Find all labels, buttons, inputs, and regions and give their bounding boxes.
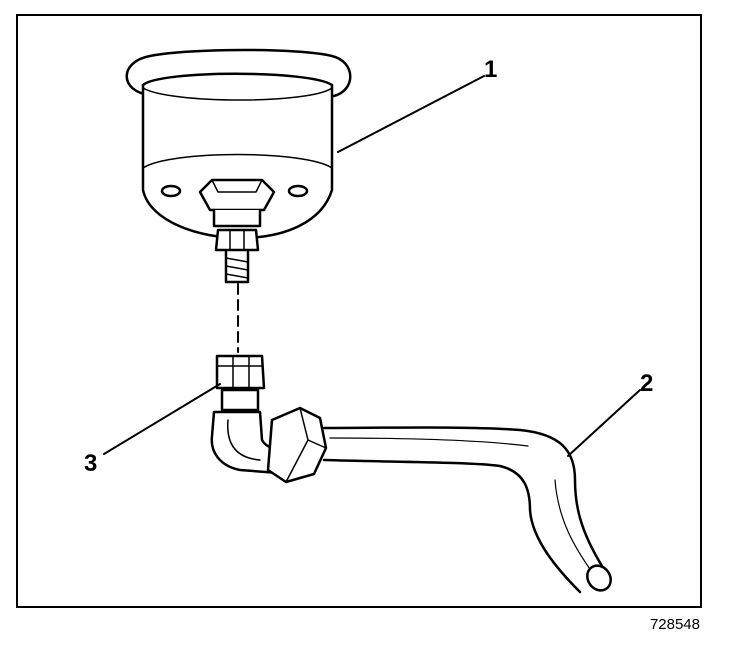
figure-id: 728548 [649,616,700,633]
leader-line-1 [337,75,485,153]
callout-1: 1 [484,56,498,83]
leader-line-3 [103,383,221,455]
leader-line-2 [567,389,641,457]
tube-line [266,406,612,594]
callout-3: 3 [84,450,98,477]
callout-2: 2 [640,370,654,397]
filter-housing [125,48,352,284]
diagram-frame [16,14,702,608]
